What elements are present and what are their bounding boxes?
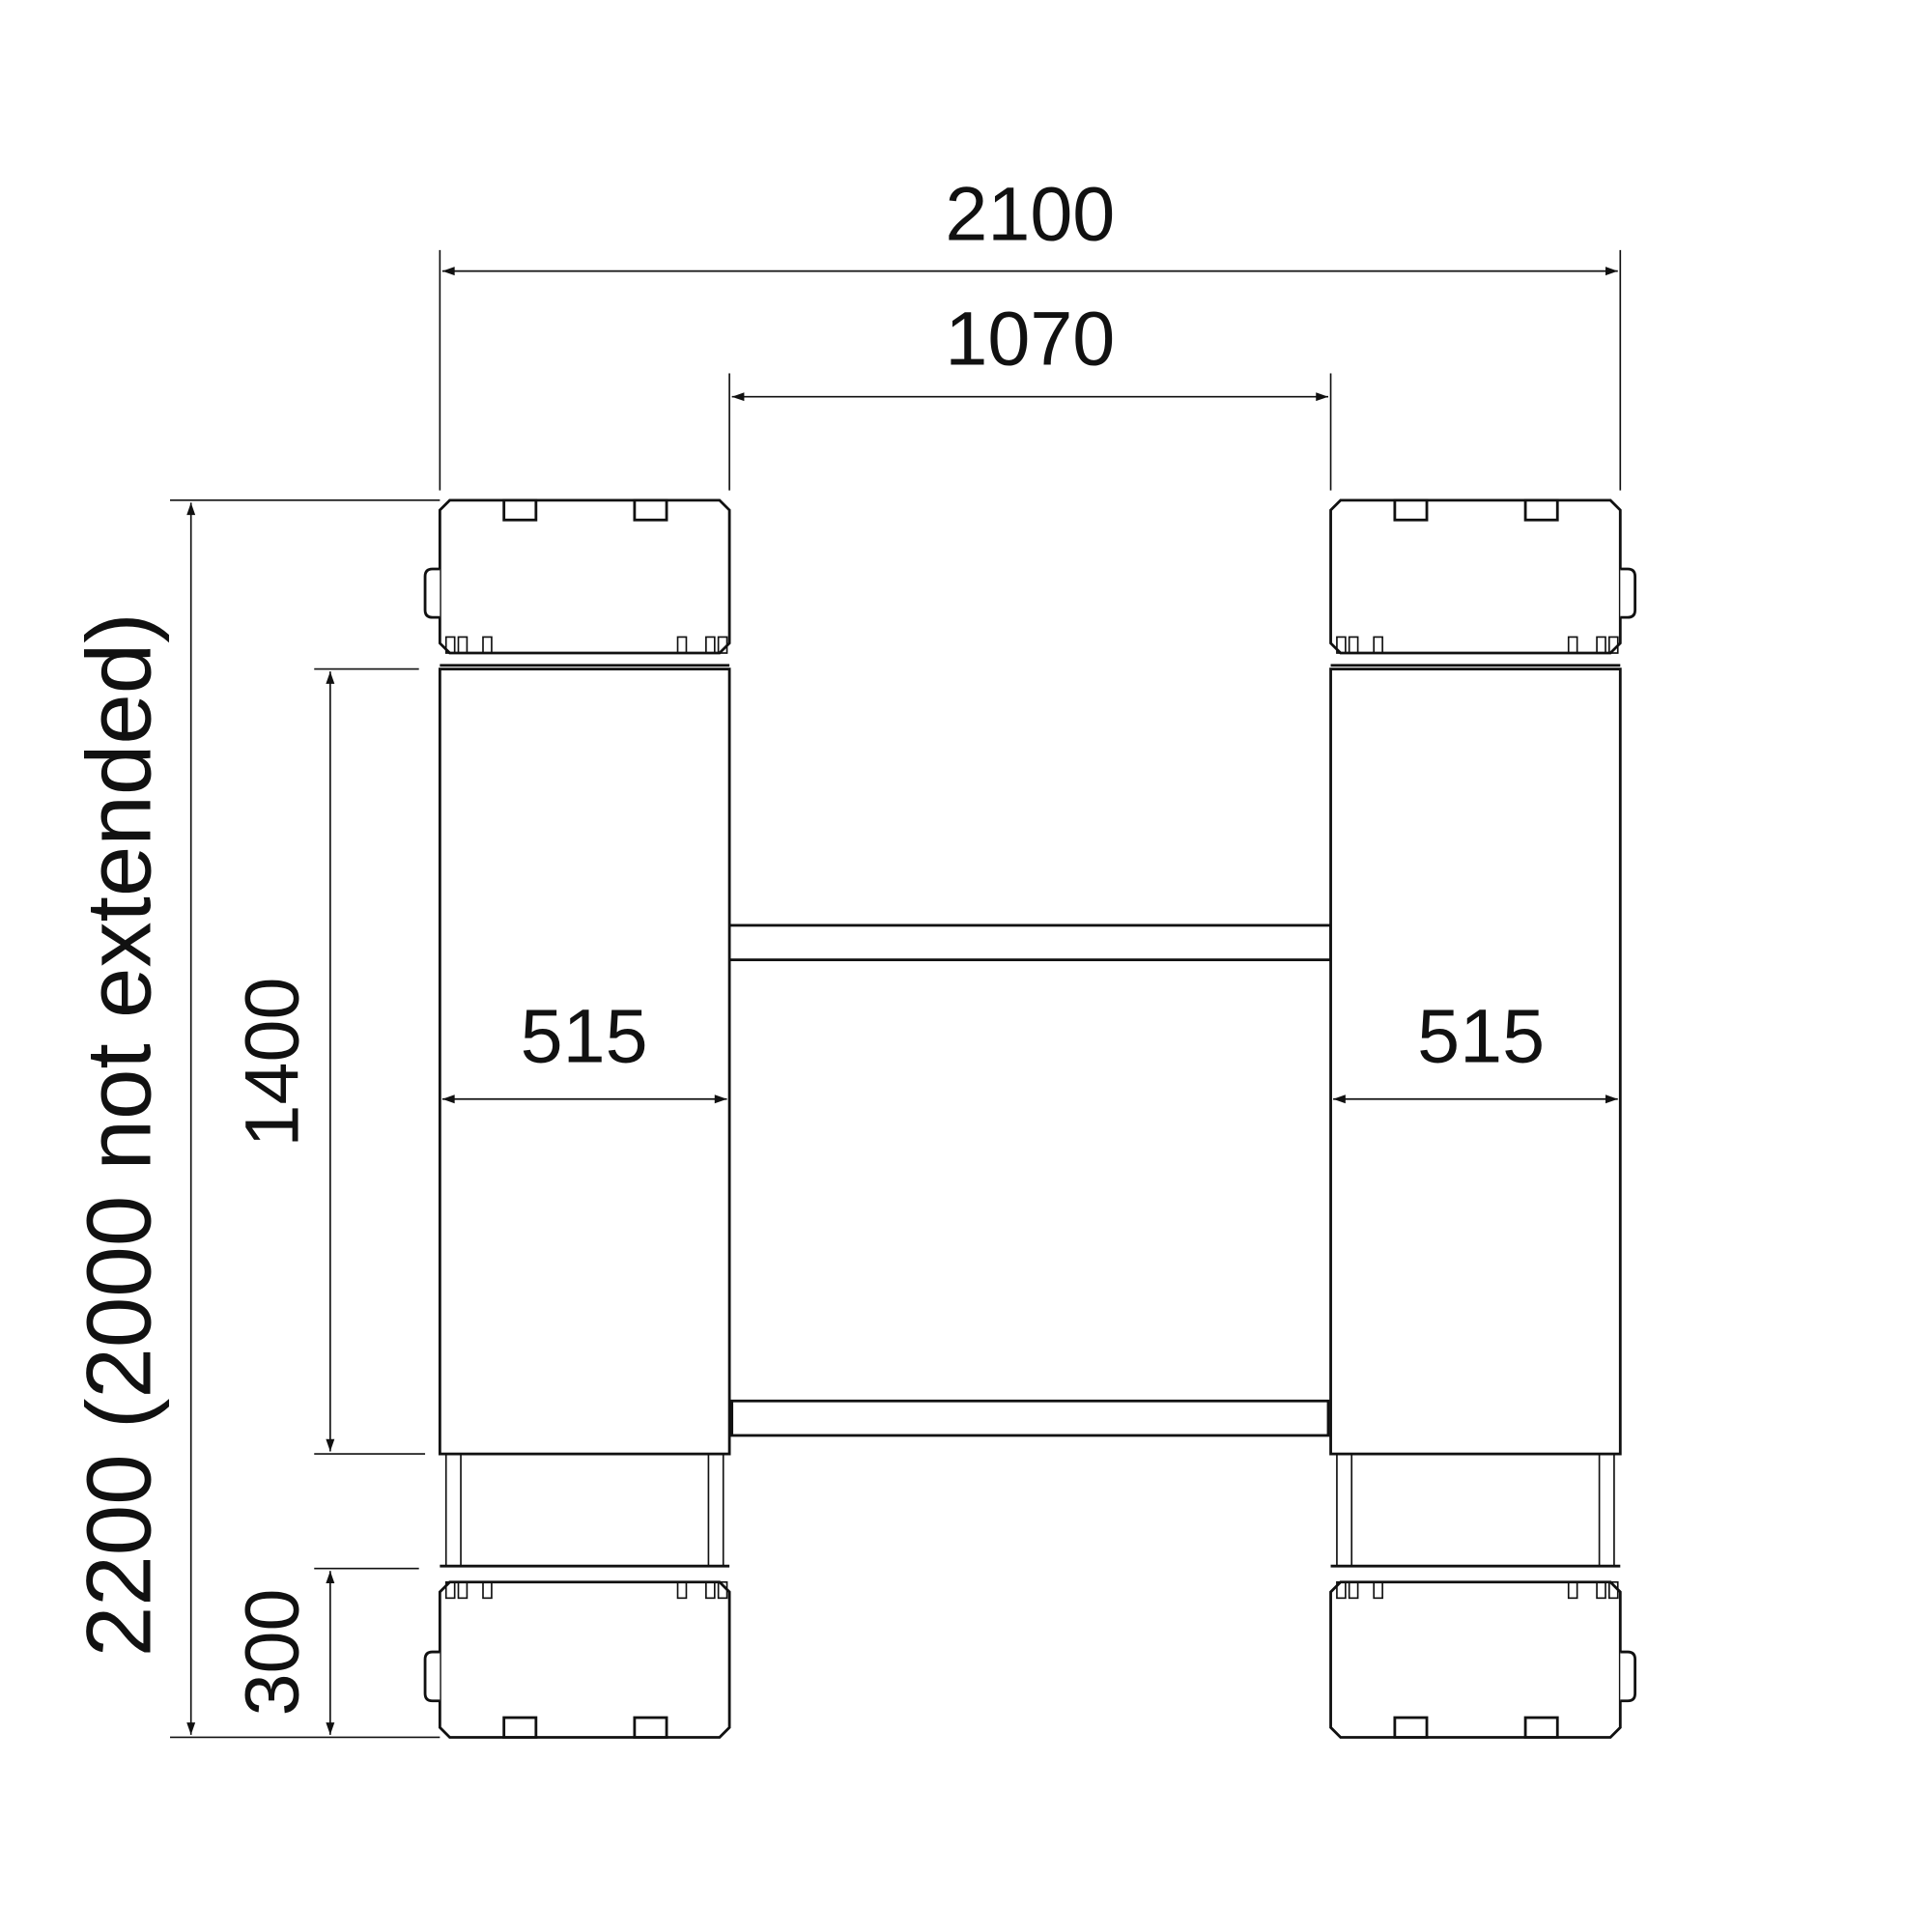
dimension-inner-gap: 1070 (728, 296, 1332, 491)
latch-icon (502, 498, 538, 522)
clip-icon (444, 1580, 456, 1600)
handle-icon (1620, 567, 1637, 619)
clip-icon (717, 636, 728, 654)
clip-icon (705, 1580, 716, 1600)
right-column-width-label: 515 (1417, 992, 1545, 1078)
left-column (438, 668, 731, 1456)
latch-icon (633, 1716, 668, 1739)
handle-icon (1620, 1650, 1637, 1703)
latch-icon (1393, 1716, 1429, 1739)
right-bottom-case (1329, 1580, 1622, 1739)
clip-icon (705, 636, 716, 654)
dimension-right-column-width: 515 (1333, 992, 1618, 1104)
handle-icon (423, 1650, 440, 1703)
clip-icon (1373, 636, 1383, 654)
latch-icon (1393, 498, 1429, 522)
clip-icon (1567, 1580, 1578, 1600)
inner-gap-label: 1070 (945, 296, 1115, 382)
right-top-case (1329, 498, 1622, 655)
clip-icon (1373, 1580, 1383, 1600)
dimension-overall-height: 2200 (2000 not extended) (70, 499, 440, 1739)
lower-crossbar (730, 1399, 1330, 1437)
right-leg (1329, 498, 1637, 1739)
left-top-case (438, 498, 731, 655)
left-leg (423, 498, 731, 1739)
clip-icon (1348, 636, 1359, 654)
latch-icon (633, 498, 668, 522)
latch-icon (1523, 498, 1559, 522)
frame-structure (423, 498, 1637, 1739)
latch-icon (1523, 1716, 1559, 1739)
left-bottom-case (438, 1580, 731, 1739)
clip-icon (444, 636, 456, 654)
clip-icon (1567, 636, 1578, 654)
clip-icon (1336, 1580, 1347, 1600)
clip-icon (1336, 636, 1347, 654)
clip-icon (482, 636, 493, 654)
clip-icon (676, 1580, 688, 1600)
clip-icon (457, 1580, 469, 1600)
clip-icon (676, 636, 688, 654)
clip-icon (1596, 636, 1606, 654)
left-column-width-label: 515 (521, 992, 648, 1078)
handle-icon (423, 567, 440, 619)
column-height-label: 1400 (229, 978, 315, 1148)
dimension-base-height: 300 (229, 1567, 419, 1735)
clip-icon (717, 1580, 728, 1600)
clip-icon (1607, 636, 1619, 654)
dimension-left-column-width: 515 (441, 992, 727, 1104)
clip-icon (1607, 1580, 1619, 1600)
right-column (1329, 668, 1622, 1456)
upper-crossbar (727, 923, 1332, 962)
dimension-overall-width: 2100 (439, 171, 1622, 491)
base-height-label: 300 (229, 1588, 315, 1716)
clip-icon (457, 636, 469, 654)
clip-icon (1348, 1580, 1359, 1600)
latch-icon (502, 1716, 538, 1739)
clip-icon (1596, 1580, 1606, 1600)
clip-icon (482, 1580, 493, 1600)
overall-width-label: 2100 (945, 171, 1115, 257)
dimension-column-height: 1400 (229, 668, 426, 1455)
overall-height-label: 2200 (2000 not extended) (70, 612, 171, 1657)
